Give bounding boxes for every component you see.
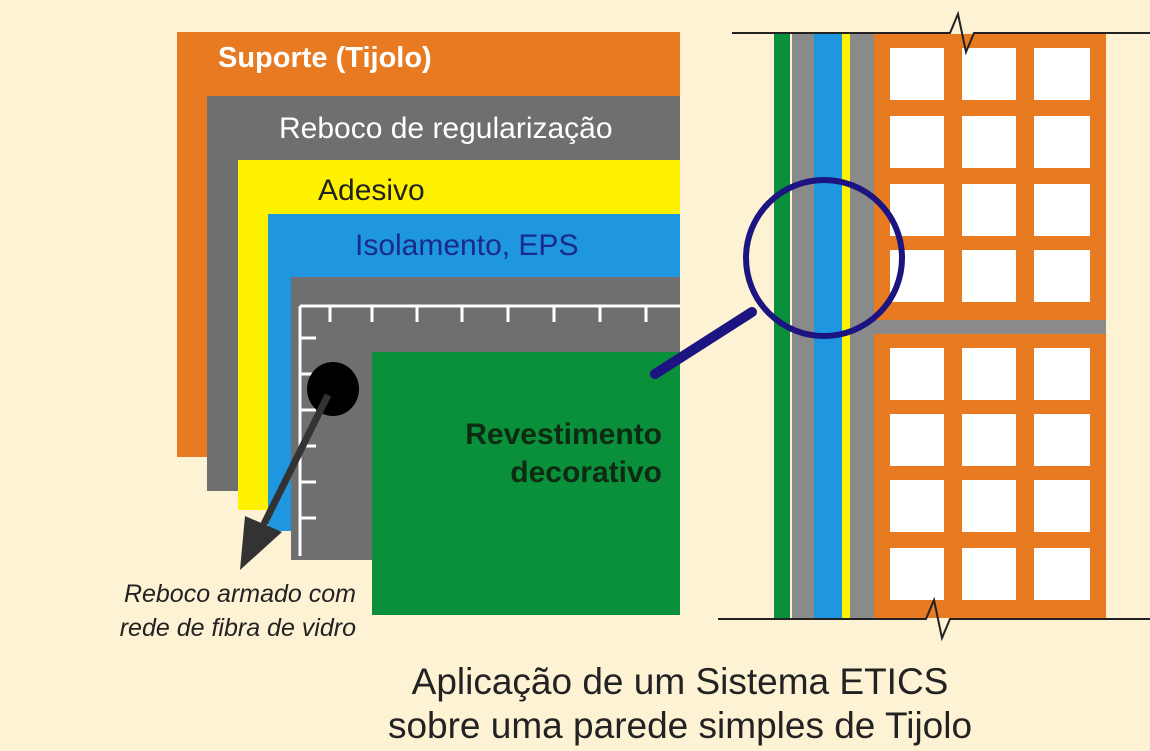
label-adesivo: Adesivo	[318, 174, 425, 207]
break-line-bottom	[718, 596, 1150, 642]
section-insulation-blue	[814, 34, 842, 618]
label-reboco-regularizacao: Reboco de regularização	[279, 112, 613, 145]
magnifier-circle	[743, 177, 905, 339]
layer-revestimento-decorativo	[372, 352, 680, 615]
break-line-top	[732, 10, 1150, 56]
section-render-grey	[792, 34, 814, 618]
label-revestimento-line1: Revestimento	[465, 418, 662, 451]
label-suporte: Suporte (Tijolo)	[218, 42, 432, 74]
mesh-dot	[307, 362, 359, 416]
note-reboco-armado-line2: rede de fibra de vidro	[119, 614, 356, 642]
caption: Aplicação de um Sistema ETICS sobre uma …	[300, 660, 1060, 748]
label-isolamento: Isolamento, EPS	[355, 229, 579, 262]
mesh-arrow-head	[240, 516, 282, 570]
note-reboco-armado-line1: Reboco armado com	[123, 580, 356, 608]
caption-line2: sobre uma parede simples de Tijolo	[387, 705, 973, 746]
label-revestimento-line2: decorativo	[510, 456, 662, 489]
magnifier-handle	[650, 307, 757, 379]
mortar-joint	[874, 320, 1106, 334]
section-adhesive-yellow	[842, 34, 850, 618]
mesh-arrow-shaft	[258, 393, 332, 530]
caption-line1: Aplicação de um Sistema ETICS	[411, 661, 949, 702]
